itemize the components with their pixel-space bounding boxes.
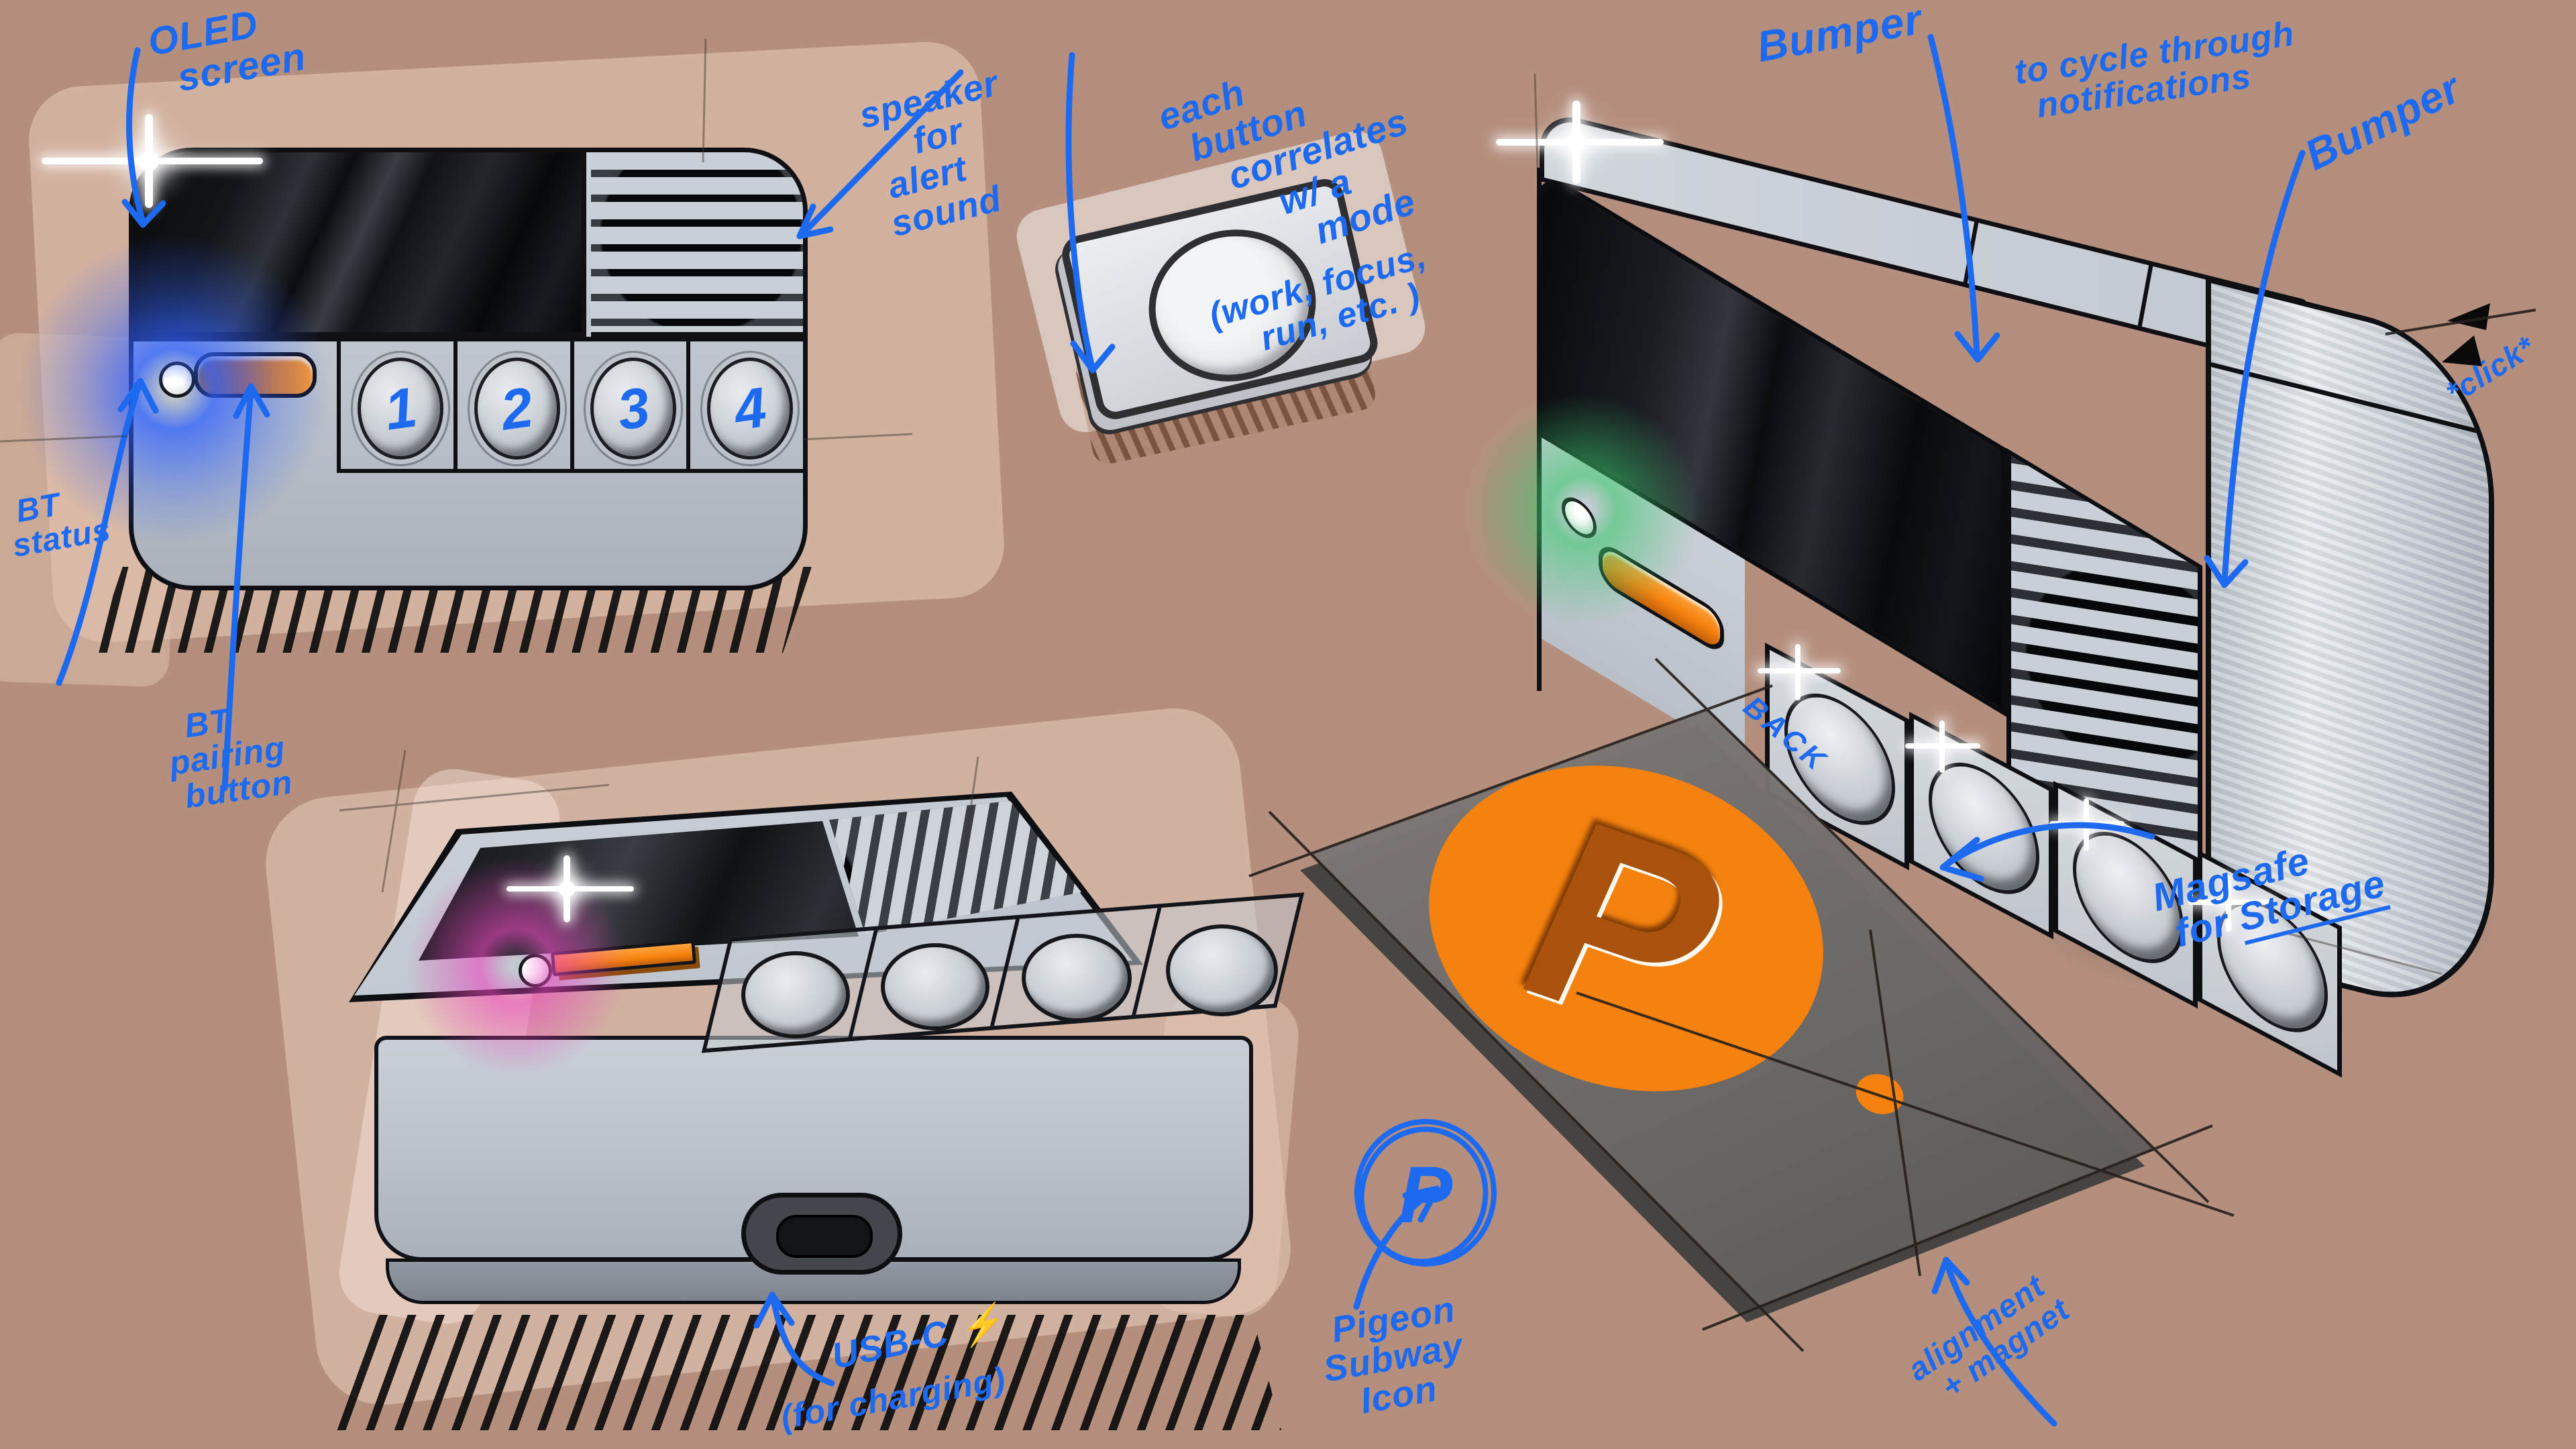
mode-button-row: 1 2 3 4 (337, 341, 803, 473)
bumper-seam (1963, 219, 1980, 286)
annotation-pigeon: Pigeon Subway Icon (1314, 1289, 1472, 1426)
usb-c-socket (776, 1215, 873, 1258)
control-row: 1 2 3 4 (133, 337, 803, 473)
button-cap: 1 (357, 358, 443, 460)
bt-pairing-button (194, 352, 317, 398)
mode-button-4 (1166, 924, 1278, 1016)
sparkle-ray (1795, 644, 1801, 700)
bumper-seam (2137, 262, 2154, 329)
oled-screen (133, 152, 586, 337)
sparkle-ray (2084, 798, 2089, 851)
cell-divider (848, 930, 878, 1038)
mode-button-2: 2 (453, 341, 570, 469)
sparkle-ray (1939, 720, 1945, 773)
button-label: 2 (496, 374, 537, 442)
button-label: 4 (730, 374, 770, 442)
annotation-bt-pairing: BT pairing button (162, 695, 295, 815)
mode-button-1 (741, 951, 850, 1038)
button-label: 1 (380, 374, 421, 442)
sparkle-core (559, 881, 575, 897)
sparkle-core (1567, 133, 1586, 152)
bt-status-led (519, 954, 552, 987)
mode-button-3 (1022, 934, 1132, 1022)
bt-pairing-button (1599, 539, 1724, 657)
button-cap: 3 (590, 358, 677, 460)
mode-button-3: 3 (570, 341, 687, 469)
mode-button-2 (881, 943, 989, 1030)
bt-status-led (159, 362, 195, 398)
bt-status-led (1562, 490, 1597, 546)
mode-button-4: 4 (686, 341, 803, 469)
usb-c-port (741, 1193, 902, 1275)
device-rear-view (349, 792, 1305, 1449)
annotation-bumper-left: Bumper (1753, 0, 1926, 71)
button-cap: 4 (707, 358, 794, 460)
button-cap: 2 (474, 358, 560, 460)
sparkle-core (139, 151, 159, 171)
button-label: 3 (613, 374, 653, 442)
mode-button-1: 1 (337, 341, 453, 469)
device-front-view: 1 2 3 4 (129, 148, 808, 590)
magsafe-back-panel: P (1300, 698, 2234, 1342)
cell-divider (989, 918, 1020, 1026)
cell-divider (1132, 908, 1162, 1016)
speaker-grille (591, 152, 803, 337)
annotation-text: Bumper (1753, 0, 1926, 71)
